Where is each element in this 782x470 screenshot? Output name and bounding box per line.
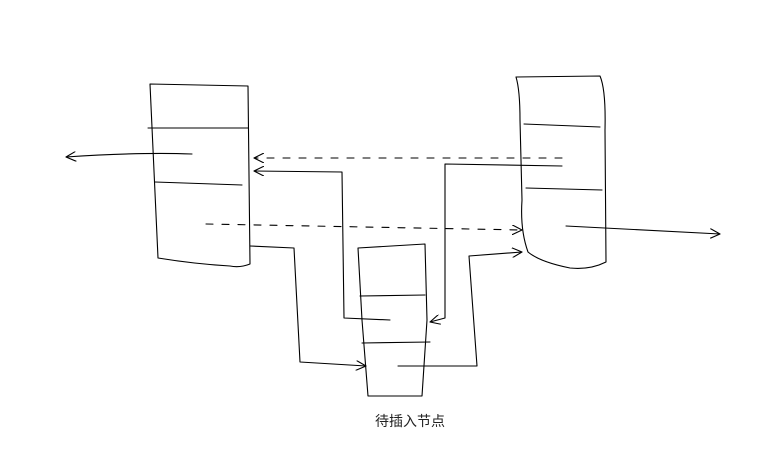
diagram-caption: 待插入节点 [375,414,445,430]
insert-to-right-next-link [397,252,523,367]
left-node [147,83,251,268]
insert-node-outline [357,243,428,397]
left-node-outline [149,83,251,268]
left-node-divider-2 [154,181,243,186]
right-to-insert-prev-link [429,163,563,322]
insert-node-divider-1 [359,294,426,297]
insert-to-left-prev-link [253,171,391,321]
right-node [515,75,607,269]
insert-node-divider-2 [361,341,431,344]
insert-node [357,243,431,397]
right-outgoing-next-arrow [565,225,721,234]
old-next-dashed-link [205,223,523,230]
right-node-divider-2 [525,187,603,191]
right-node-outline [515,75,607,269]
left-to-insert-next-link [249,245,367,366]
right-node-divider-1 [523,123,601,128]
left-outgoing-prev-arrow [65,153,193,157]
